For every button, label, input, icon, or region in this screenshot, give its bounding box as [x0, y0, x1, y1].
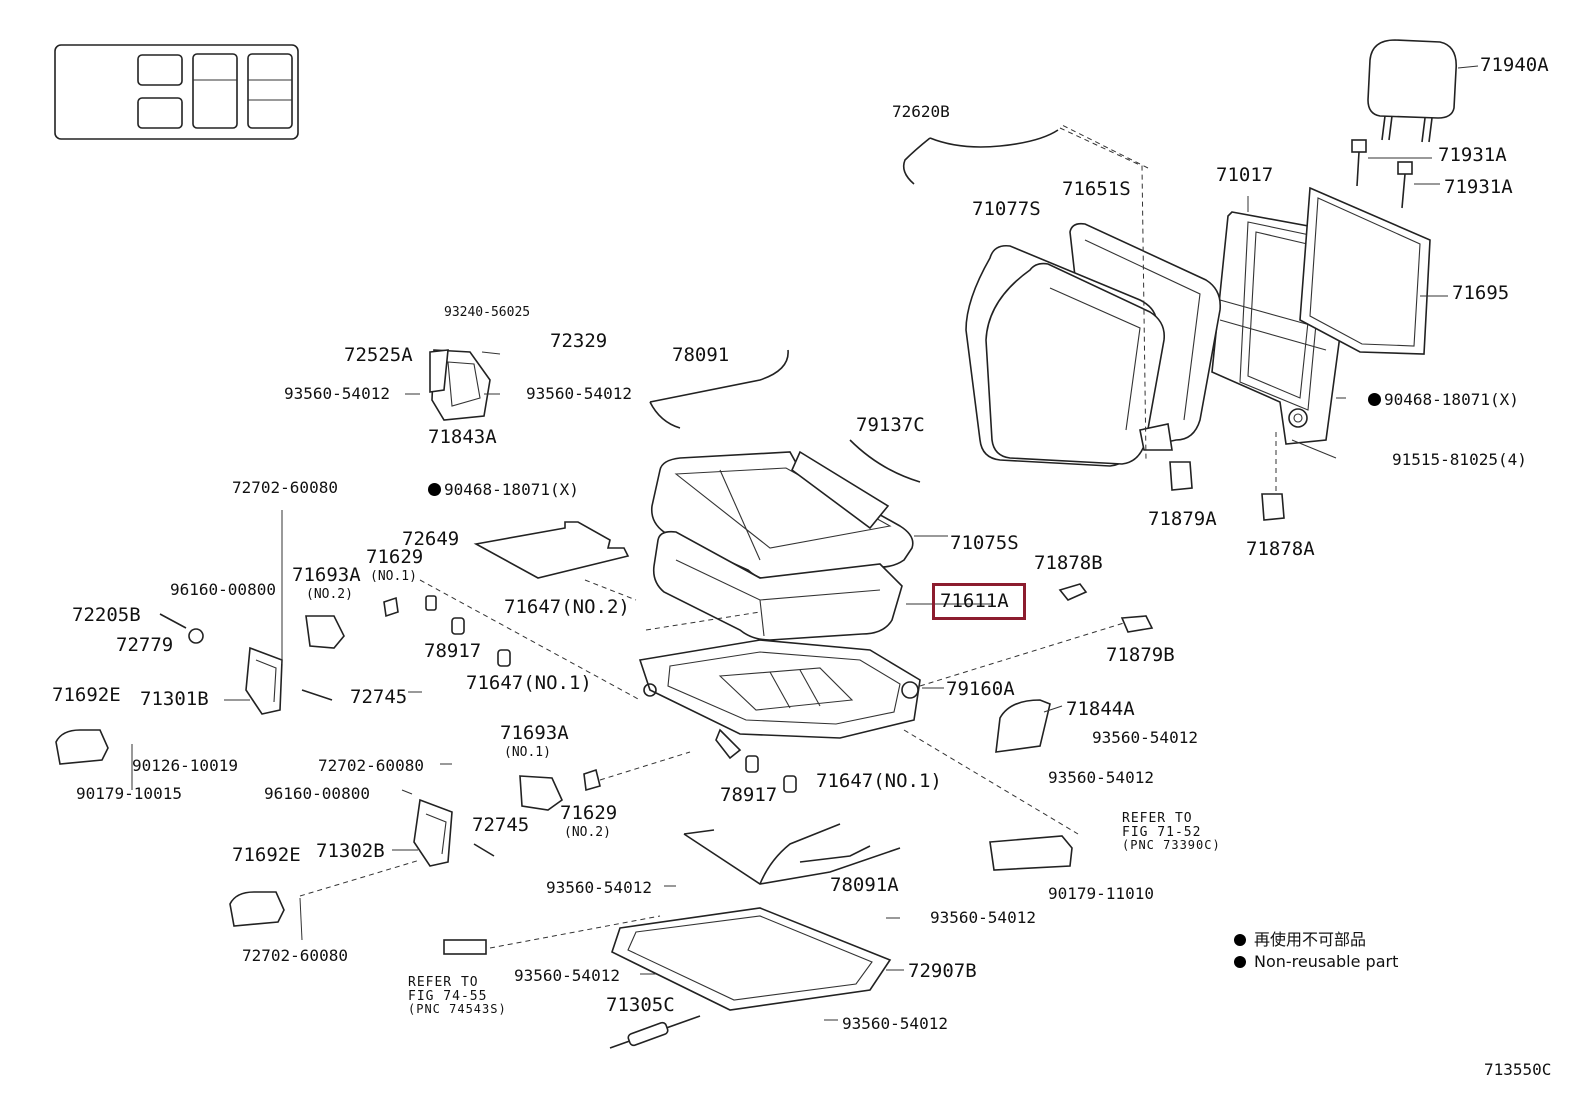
label-71692E-a: 71692E	[52, 684, 121, 706]
label-71693A-1: 71693A	[500, 722, 569, 744]
label-72702-c: 72702-60080	[242, 946, 348, 965]
label-71017: 71017	[1216, 164, 1274, 186]
label-93560-d: 93560-54012	[1048, 768, 1154, 787]
label-72205B: 72205B	[72, 604, 141, 626]
label-79160A: 79160A	[946, 678, 1015, 700]
label-71878B: 71878B	[1034, 552, 1103, 574]
label-71879A: 71879A	[1148, 508, 1217, 530]
label-71629-2: 71629	[560, 802, 618, 824]
legend-line-jp: 再使用不可部品	[1234, 926, 1366, 950]
label-72525A: 72525A	[344, 344, 413, 366]
label-72329: 72329	[550, 330, 608, 352]
refer-line-1: REFER TO	[408, 975, 479, 990]
refer-note-fig-71-52[interactable]: REFER TO FIG 71-52 (PNC 73390C)	[1122, 812, 1221, 852]
label-72745-a: 72745	[350, 686, 408, 708]
label-93560-b: 93560-54012	[526, 384, 632, 403]
label-91515: 91515-81025(4)	[1392, 450, 1527, 469]
label-93560-h: 93560-54012	[842, 1014, 948, 1033]
headrest-drawing	[1351, 39, 1479, 209]
label-71693A-2-sub: (NO.2)	[306, 587, 353, 602]
label-71844A: 71844A	[1066, 698, 1135, 720]
label-71931A-1: 71931A	[1438, 144, 1507, 166]
label-72702-a: 72702-60080	[232, 478, 338, 497]
label-71693A-1-sub: (NO.1)	[504, 745, 551, 760]
refer-line-1: REFER TO	[1122, 811, 1193, 826]
label-71611A: 71611A	[940, 590, 1009, 612]
highlight-box-71611A	[932, 583, 1026, 620]
label-78917-b: 78917	[720, 784, 778, 806]
label-72702-b: 72702-60080	[318, 756, 424, 775]
label-72779: 72779	[116, 634, 174, 656]
label-90179-b: 90179-11010	[1048, 884, 1154, 903]
seat-cushion-drawing	[473, 450, 914, 641]
refer-line-3: (PNC 73390C)	[1122, 838, 1221, 853]
label-71629-2-sub: (NO.2)	[564, 825, 611, 840]
filled-circle-icon	[1368, 393, 1381, 406]
label-93560-f: 93560-54012	[930, 908, 1036, 927]
left-bracket-drawings	[55, 349, 797, 1049]
filled-circle-icon	[428, 483, 441, 496]
label-90179-a: 90179-10015	[76, 784, 182, 803]
label-71843A: 71843A	[428, 426, 497, 448]
label-71879B: 71879B	[1106, 644, 1175, 666]
label-71940A: 71940A	[1480, 54, 1549, 76]
cable-drawings	[649, 127, 1147, 885]
label-71692E-b: 71692E	[232, 844, 301, 866]
label-71651S: 71651S	[1062, 178, 1131, 200]
label-78917-a: 78917	[424, 640, 482, 662]
label-90126: 90126-10019	[132, 756, 238, 775]
label-71629-1-sub: (NO.1)	[370, 569, 417, 584]
label-71647-no1-b: 71647(NO.1)	[816, 770, 942, 792]
label-72907B: 72907B	[908, 960, 977, 982]
label-93560-a: 93560-54012	[284, 384, 390, 403]
refer-line-2: FIG 74-55	[408, 988, 488, 1004]
label-71647-no2: 71647(NO.2)	[504, 596, 630, 618]
label-71302B: 71302B	[316, 840, 385, 862]
label-78091: 78091	[672, 344, 730, 366]
diagram-code: 713550C	[1484, 1060, 1552, 1079]
label-71077S: 71077S	[972, 198, 1041, 220]
label-71075S: 71075S	[950, 532, 1019, 554]
label-71695: 71695	[1452, 282, 1510, 304]
label-72620B: 72620B	[892, 102, 950, 121]
label-90468-top: 90468-18071(X)	[1368, 392, 1519, 408]
seatback-cushion-drawing	[965, 222, 1222, 467]
label-78091A: 78091A	[830, 874, 899, 896]
label-90468-mid: 90468-18071(X)	[428, 482, 579, 498]
label-72649: 72649	[402, 528, 460, 550]
filled-circle-icon	[1234, 956, 1246, 968]
label-71629-1: 71629	[366, 546, 424, 568]
label-96160-b: 96160-00800	[264, 784, 370, 803]
seat-frame-drawing	[638, 617, 1141, 835]
small-parts-drawings	[299, 123, 1285, 1011]
label-72745-b: 72745	[472, 814, 530, 836]
legend-line-en: Non-reusable part	[1234, 952, 1398, 971]
label-71878A: 71878A	[1246, 538, 1315, 560]
label-71647-no1-a: 71647(NO.1)	[466, 672, 592, 694]
leader-lines	[131, 351, 1346, 1021]
seat-layout-thumbnail-icon	[54, 44, 299, 140]
refer-line-2: FIG 71-52	[1122, 824, 1202, 840]
label-93560-c: 93560-54012	[1092, 728, 1198, 747]
label-71693A-2: 71693A	[292, 564, 361, 586]
filled-circle-icon	[1234, 934, 1246, 946]
label-93560-g: 93560-54012	[514, 966, 620, 985]
label-96160-a: 96160-00800	[170, 580, 276, 599]
label-93560-e: 93560-54012	[546, 878, 652, 897]
label-71301B: 71301B	[140, 688, 209, 710]
label-71931A-2: 71931A	[1444, 176, 1513, 198]
label-79137C: 79137C	[856, 414, 925, 436]
seatback-frame-drawing	[1211, 186, 1448, 445]
label-93240: 93240-56025	[444, 305, 531, 320]
label-71305C: 71305C	[606, 994, 675, 1016]
refer-note-fig-74-55[interactable]: REFER TO FIG 74-55 (PNC 74543S)	[408, 976, 507, 1016]
refer-line-3: (PNC 74543S)	[408, 1002, 507, 1017]
